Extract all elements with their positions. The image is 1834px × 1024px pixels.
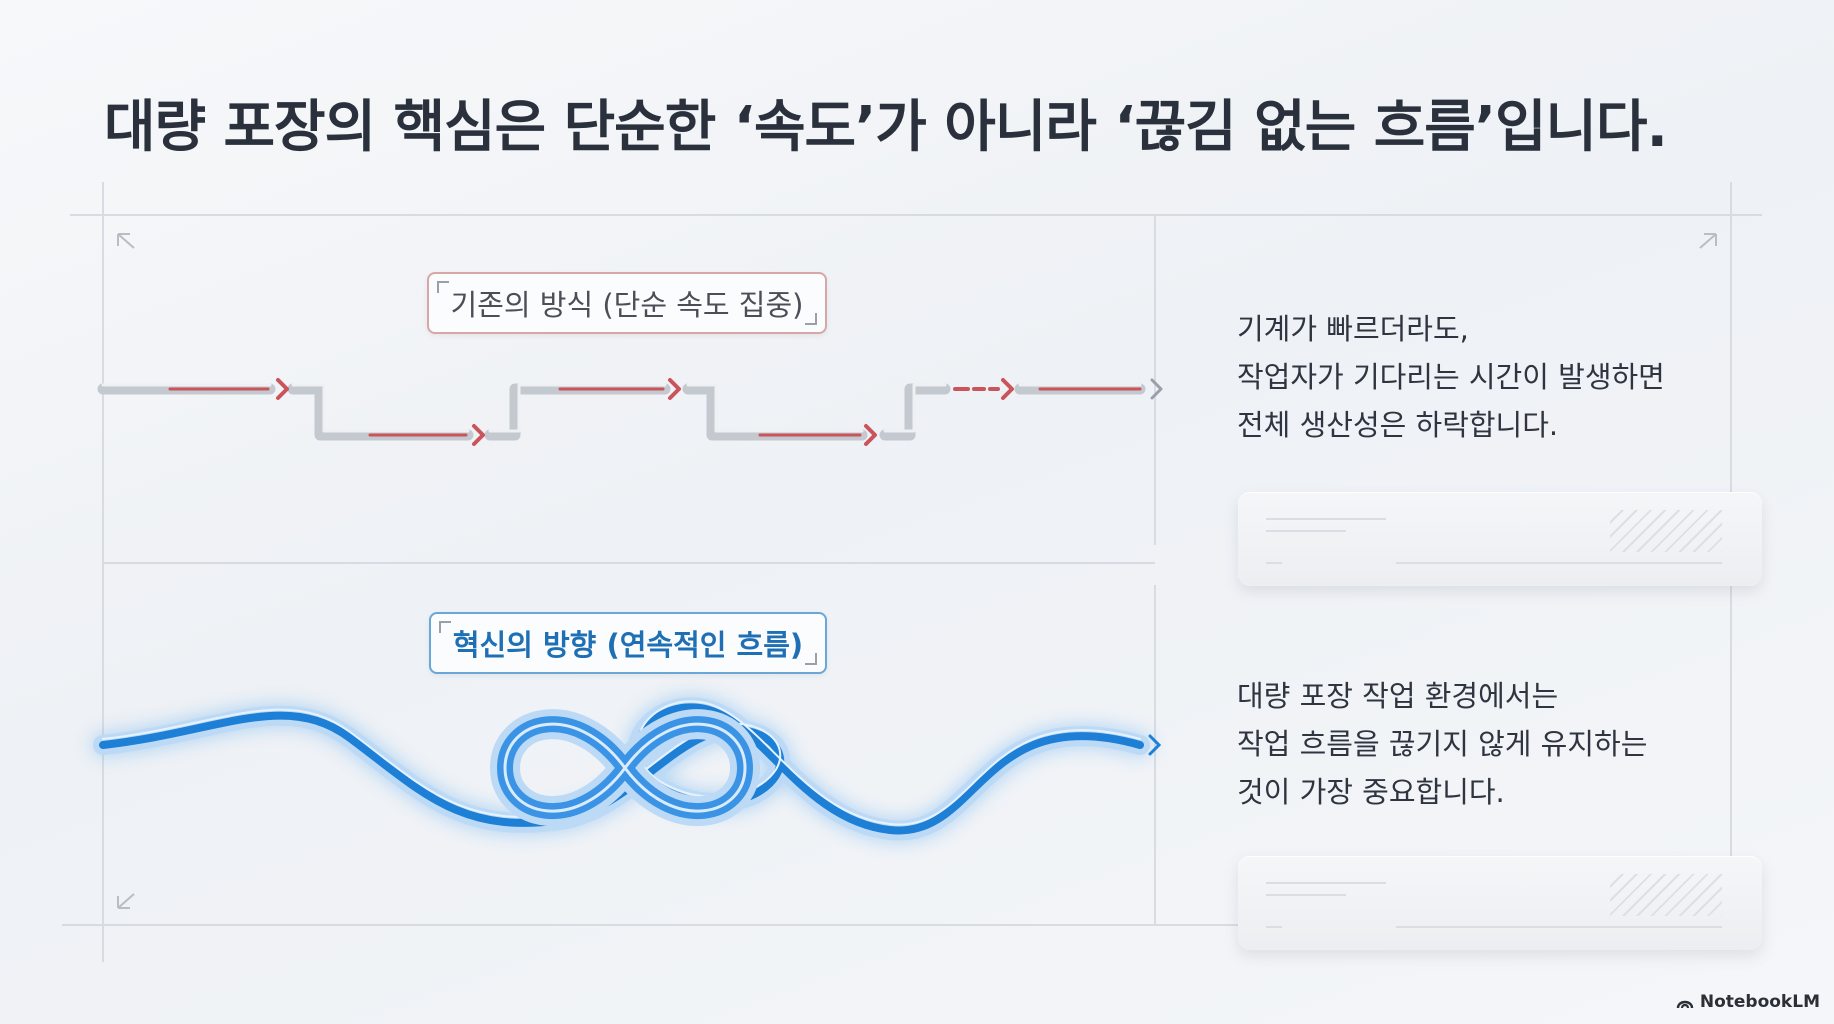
bracket-corner bbox=[805, 313, 817, 325]
brand-watermark: NotebookLM bbox=[1676, 992, 1820, 1012]
description-line: 대량 포장 작업 환경에서는 bbox=[1237, 679, 1559, 713]
placeholder-card bbox=[1238, 856, 1762, 950]
new-direction-label-text: 혁신의 방향 (연속적인 흐름) bbox=[452, 628, 804, 662]
continuous-flow-diagram bbox=[91, 695, 1162, 843]
pipe-segment bbox=[682, 383, 868, 441]
bracket-corner bbox=[439, 621, 451, 633]
old-method-label: 기존의 방식 (단순 속도 집중) bbox=[427, 272, 827, 334]
placeholder-card bbox=[1238, 492, 1762, 586]
corner-arrows bbox=[117, 233, 1717, 909]
description-line: 전체 생산성은 하락합니다. bbox=[1237, 408, 1559, 442]
flow-line bbox=[99, 703, 1144, 835]
hatch-pattern bbox=[1610, 510, 1722, 552]
chevron-right-icon bbox=[1001, 378, 1014, 400]
chevron-right-icon bbox=[864, 424, 877, 446]
bracket-corner bbox=[805, 653, 817, 665]
hatch-pattern bbox=[1610, 874, 1722, 916]
chevron-right-icon bbox=[668, 378, 681, 400]
description-line: 것이 가장 중요합니다. bbox=[1237, 775, 1505, 809]
arrow-up-right-icon bbox=[1699, 233, 1717, 249]
chevron-right-icon bbox=[472, 424, 485, 446]
description-line: 기계가 빠르더라도, bbox=[1237, 312, 1469, 346]
brand-name: NotebookLM bbox=[1699, 992, 1820, 1012]
broken-flow-diagram bbox=[97, 378, 1163, 446]
frame-grid bbox=[62, 182, 1762, 962]
bracket-corner bbox=[437, 281, 449, 293]
new-direction-description: 대량 포장 작업 환경에서는 작업 흐름을 끊기지 않게 유지하는 것이 가장 … bbox=[1237, 672, 1647, 816]
new-direction-label: 혁신의 방향 (연속적인 흐름) bbox=[429, 612, 827, 674]
arrow-up-left-icon bbox=[117, 233, 135, 249]
description-line: 작업 흐름을 끊기지 않게 유지하는 bbox=[1237, 727, 1648, 761]
notebooklm-logo-icon bbox=[1676, 1000, 1694, 1009]
pipe-segment bbox=[287, 383, 474, 441]
pipe-segment bbox=[879, 383, 951, 441]
chevron-right-icon bbox=[276, 378, 289, 400]
old-method-label-text: 기존의 방식 (단순 속도 집중) bbox=[450, 288, 804, 322]
page-title: 대량 포장의 핵심은 단순한 ‘속도’가 아니라 ‘끊김 없는 흐름’입니다. bbox=[104, 95, 1668, 160]
infinity-loop-icon bbox=[489, 709, 761, 827]
old-method-description: 기계가 빠르더라도, 작업자가 기다리는 시간이 발생하면 전체 생산성은 하락… bbox=[1237, 305, 1665, 449]
pipe-segment bbox=[484, 383, 671, 441]
chevron-right-icon bbox=[1148, 734, 1162, 756]
arrow-down-left-icon bbox=[117, 893, 135, 909]
chevron-right-icon bbox=[1150, 378, 1163, 400]
description-line: 작업자가 기다리는 시간이 발생하면 bbox=[1237, 360, 1665, 394]
